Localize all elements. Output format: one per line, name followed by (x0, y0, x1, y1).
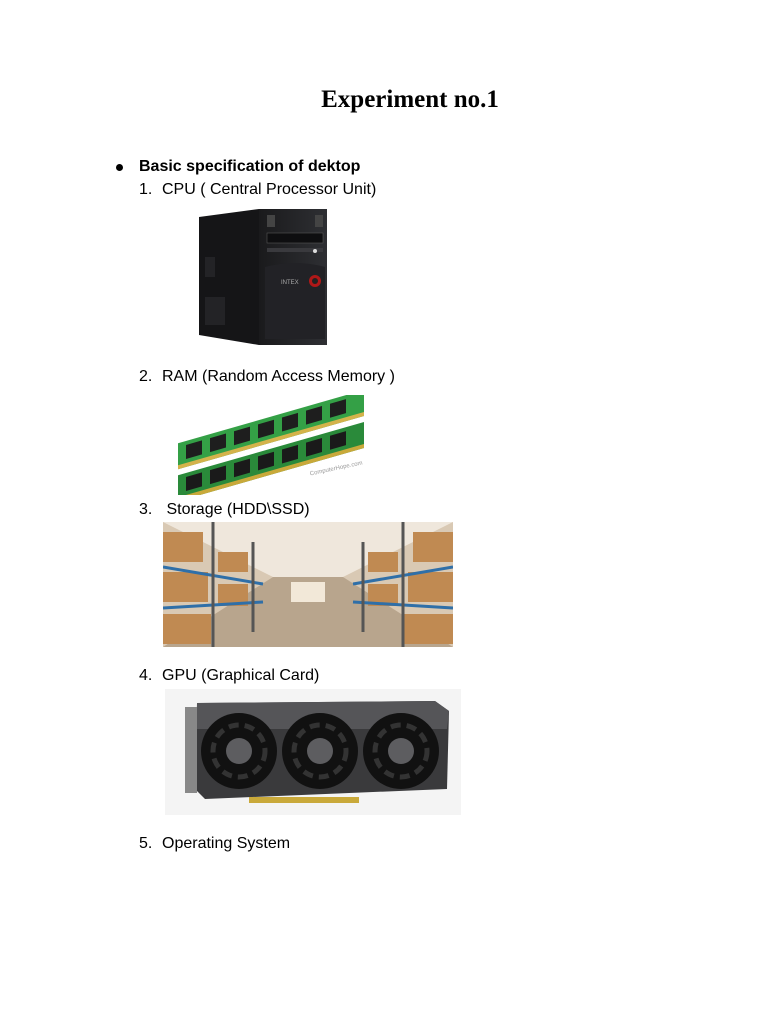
list-label: RAM (Random Access Memory ) (162, 368, 395, 385)
list-item-ram: 2. RAM (Random Access Memory ) (139, 368, 395, 386)
bullet-dot (116, 164, 123, 171)
list-number: 4. (139, 667, 153, 684)
ram-watermark-text: ComputerHope.com (309, 460, 363, 477)
list-item-os: 5. Operating System (139, 835, 290, 853)
list-label: Storage (HDD\SSD) (162, 501, 310, 518)
cpu-tower-image: INTEX (195, 207, 331, 347)
list-label: Operating System (162, 835, 291, 852)
list-label: GPU (Graphical Card) (162, 667, 320, 684)
list-number: 2. (139, 368, 153, 385)
list-number: 3. (139, 501, 153, 518)
list-item-storage: 3. Storage (HDD\SSD) (139, 501, 310, 519)
list-item-gpu: 4. GPU (Graphical Card) (139, 667, 319, 685)
cpu-brand-text: INTEX (281, 280, 299, 286)
bullet-heading: Basic specification of dektop (139, 158, 361, 175)
list-number: 1. (139, 181, 153, 198)
page-title: Experiment no.1 (321, 86, 499, 113)
list-item-cpu: 1. CPU ( Central Processor Unit) (139, 181, 376, 199)
warehouse-image (163, 522, 453, 647)
gpu-card-image (165, 689, 461, 815)
list-label: CPU ( Central Processor Unit) (162, 181, 377, 198)
ram-sticks-image: ComputerHope.com (172, 395, 372, 495)
list-number: 5. (139, 835, 153, 852)
